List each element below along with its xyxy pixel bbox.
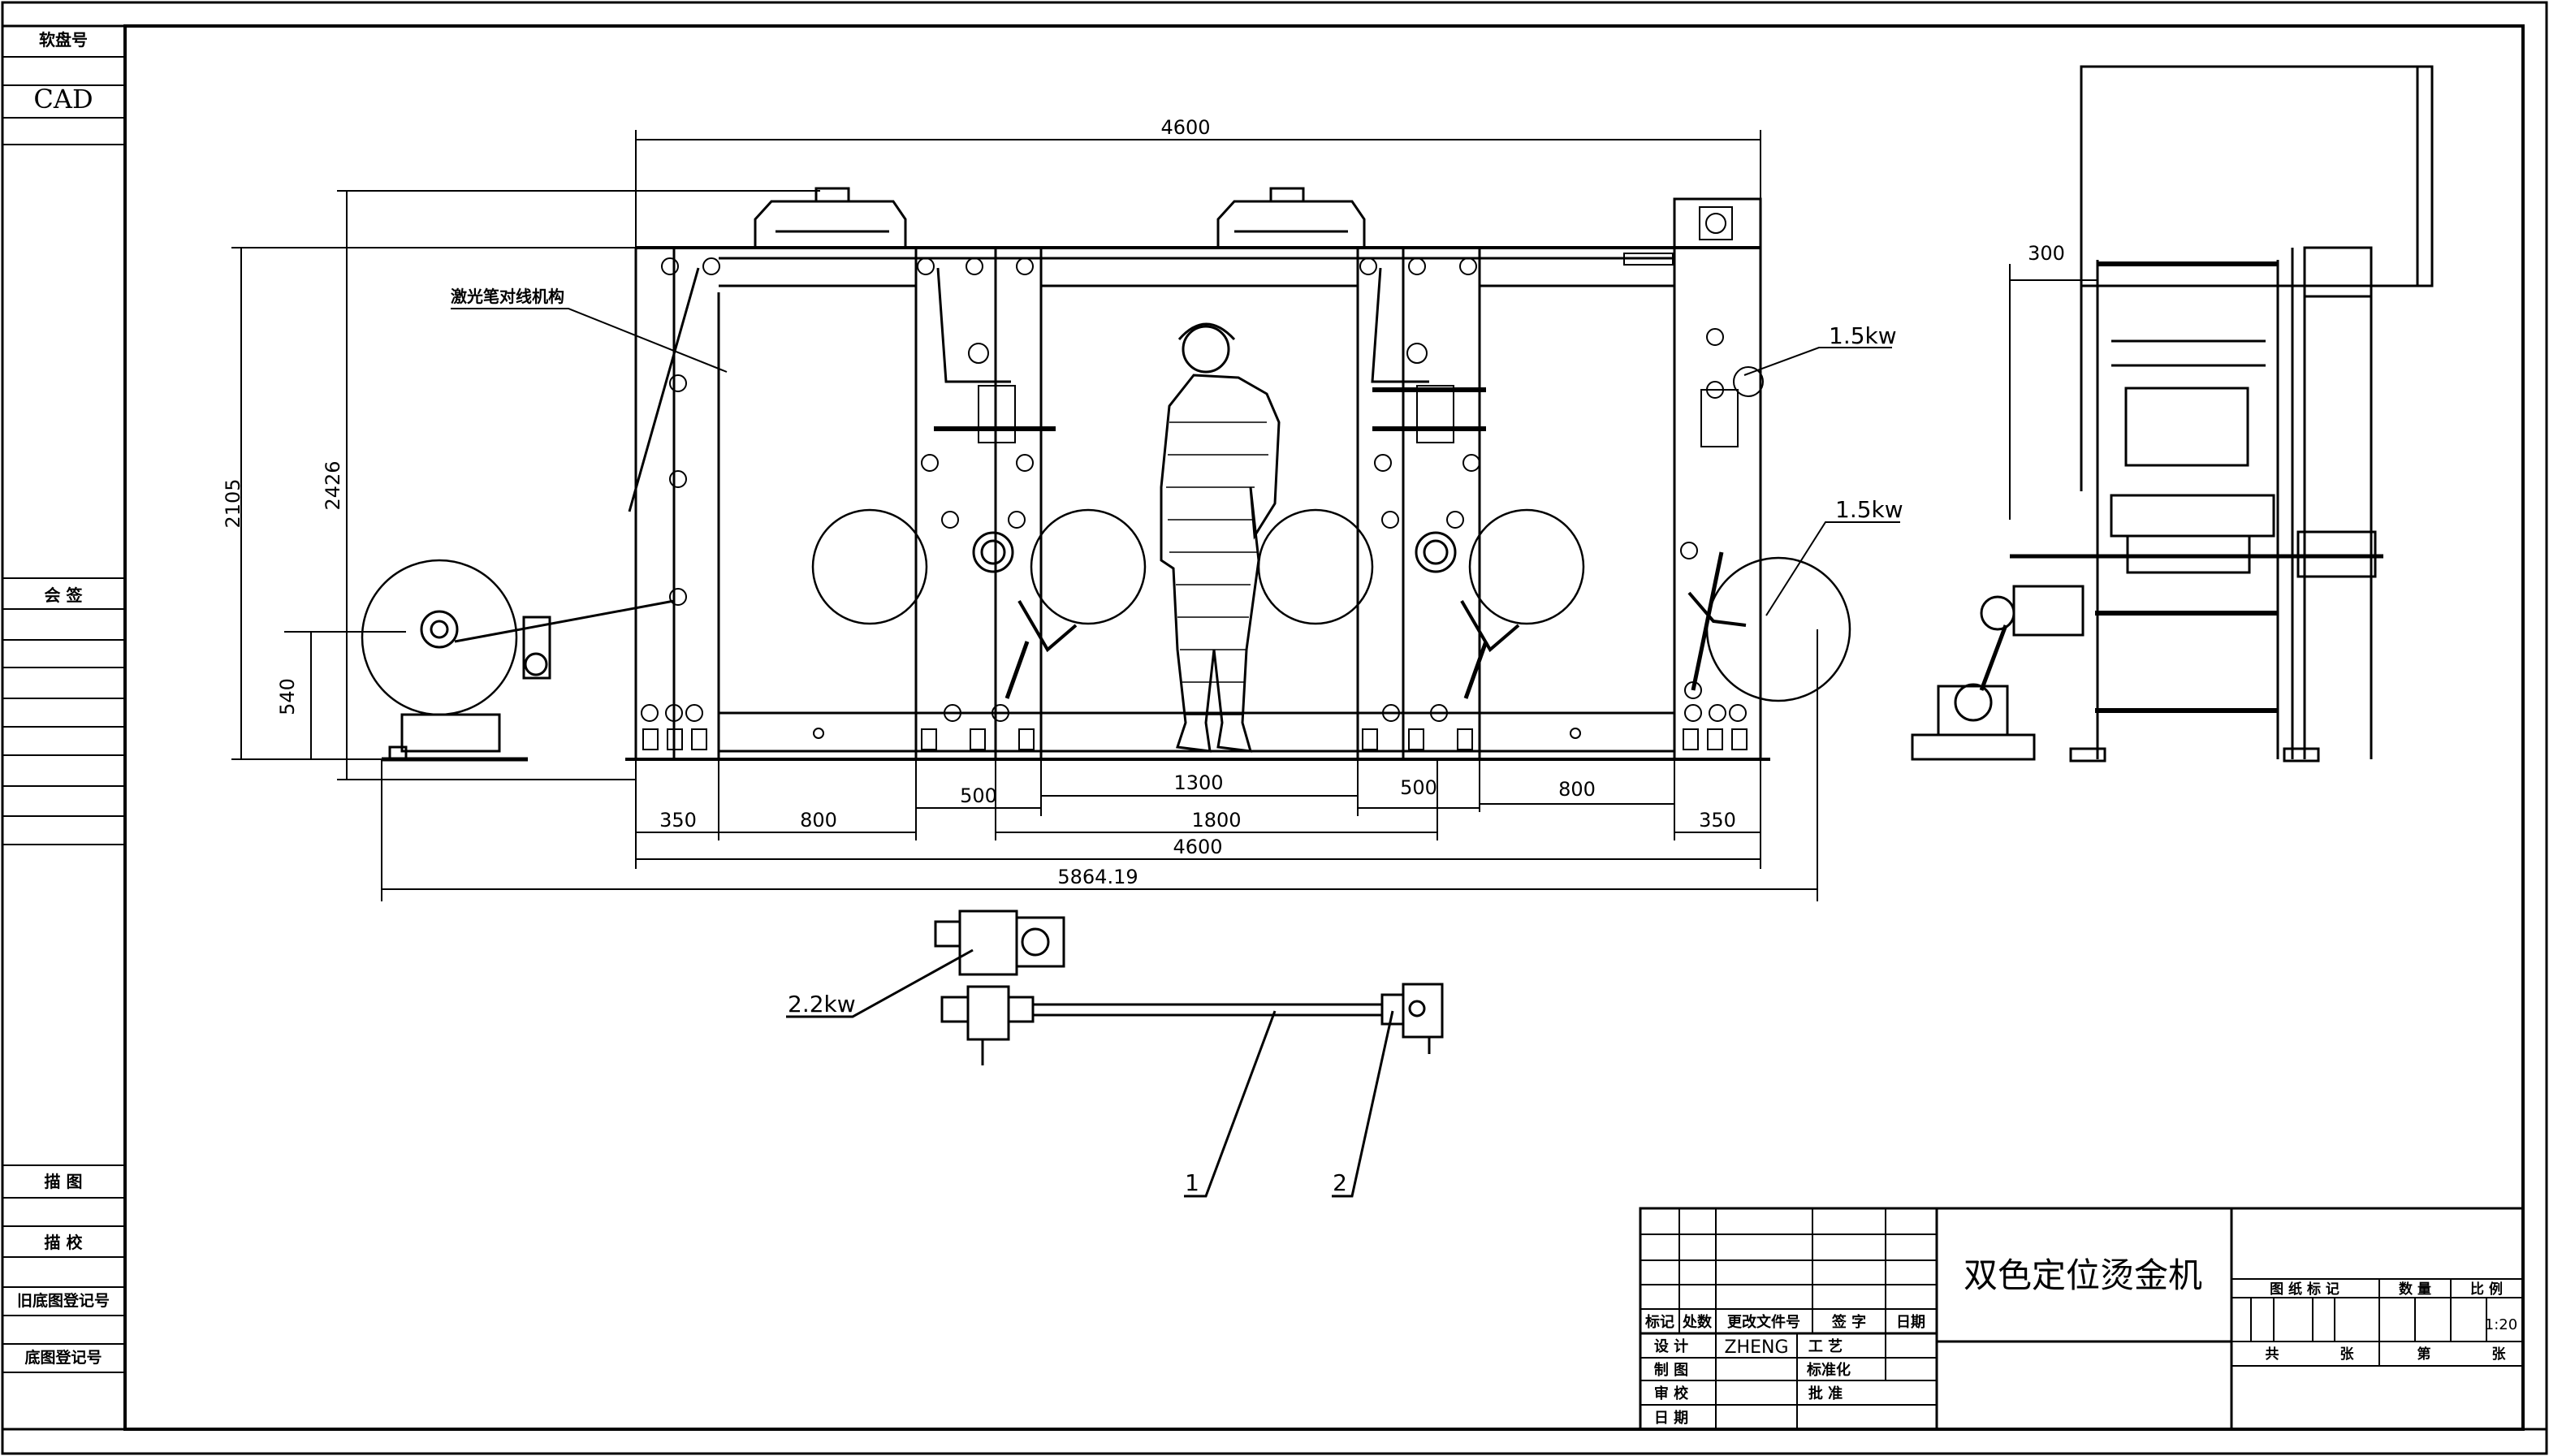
tb-date-row: 日 期: [1654, 1410, 1688, 1427]
tb-change-doc: 更改文件号: [1727, 1313, 1800, 1331]
front-view-dimensions: [231, 130, 1900, 901]
laser-alignment-label: 激光笔对线机构: [451, 287, 564, 306]
tb-designer: ZHENG: [1724, 1337, 1788, 1358]
tb-signature: 签 字: [1831, 1313, 1866, 1331]
countersign-label: 会 签: [45, 585, 84, 605]
tb-approve: 批 准: [1808, 1385, 1843, 1402]
drawn-trace-label: 描 图: [45, 1172, 83, 1191]
title-block: [1639, 1207, 2525, 1431]
tb-date: 日期: [1896, 1314, 1925, 1331]
drive-motor-label: 2.2kw: [788, 991, 856, 1017]
tb-design: 设 计: [1654, 1337, 1688, 1355]
drive-assembly: [786, 909, 1444, 1198]
unwind-stand: [361, 559, 675, 762]
dim-350-right: 350: [1699, 809, 1736, 832]
dim-1300: 1300: [1173, 771, 1223, 794]
dim-2426: 2426: [322, 460, 344, 510]
operator-figure: [1160, 322, 1281, 753]
tb-scale: 比 例: [2470, 1281, 2503, 1298]
dim-500-right: 500: [1400, 776, 1437, 799]
tb-page: 第: [2417, 1346, 2431, 1363]
dim-350-left: 350: [659, 809, 697, 832]
old-base-reg-label: 旧底图登记号: [17, 1291, 110, 1310]
tb-quantity: 数 量: [2399, 1281, 2431, 1298]
tb-sheets: 张: [2340, 1346, 2355, 1363]
callout-1: 1: [1185, 1169, 1199, 1196]
dim-4600-frame: 4600: [1173, 836, 1222, 858]
tb-mark: 标记: [1644, 1313, 1674, 1331]
side-view: [1911, 65, 2434, 763]
cad-label: CAD: [33, 84, 93, 114]
dim-800-right: 800: [1558, 778, 1596, 801]
tb-scale-value: 1:20: [2485, 1316, 2517, 1333]
dim-4600-top: 4600: [1160, 116, 1210, 139]
dim-300: 300: [2028, 242, 2065, 265]
tb-review: 审 校: [1654, 1385, 1689, 1402]
dim-540: 540: [276, 678, 299, 715]
tb-total: 共: [2266, 1346, 2279, 1363]
tb-process: 工 艺: [1808, 1337, 1843, 1355]
callout-2: 2: [1333, 1169, 1347, 1196]
dim-overall: 5864.19: [1057, 866, 1138, 888]
motor-lower-label: 1.5kw: [1835, 496, 1903, 523]
motor-upper-label: 1.5kw: [1829, 322, 1897, 349]
tb-count: 处数: [1682, 1313, 1713, 1331]
dim-2105: 2105: [222, 478, 244, 528]
disk-number-label: 软盘号: [39, 30, 88, 50]
trace-check-label: 描 校: [45, 1233, 84, 1252]
tb-standard: 标准化: [1806, 1361, 1851, 1379]
dim-800-left: 800: [800, 809, 837, 832]
dim-1800: 1800: [1191, 809, 1241, 832]
tb-sheets2: 张: [2492, 1346, 2507, 1363]
front-view-machine: [625, 187, 1851, 761]
tb-drawing-mark: 图 纸 标 记: [2270, 1281, 2339, 1298]
machine-title: 双色定位烫金机: [1964, 1255, 2202, 1295]
tb-drafting: 制 图: [1654, 1362, 1688, 1379]
base-reg-label: 底图登记号: [24, 1348, 102, 1367]
dim-500-left: 500: [960, 784, 997, 807]
